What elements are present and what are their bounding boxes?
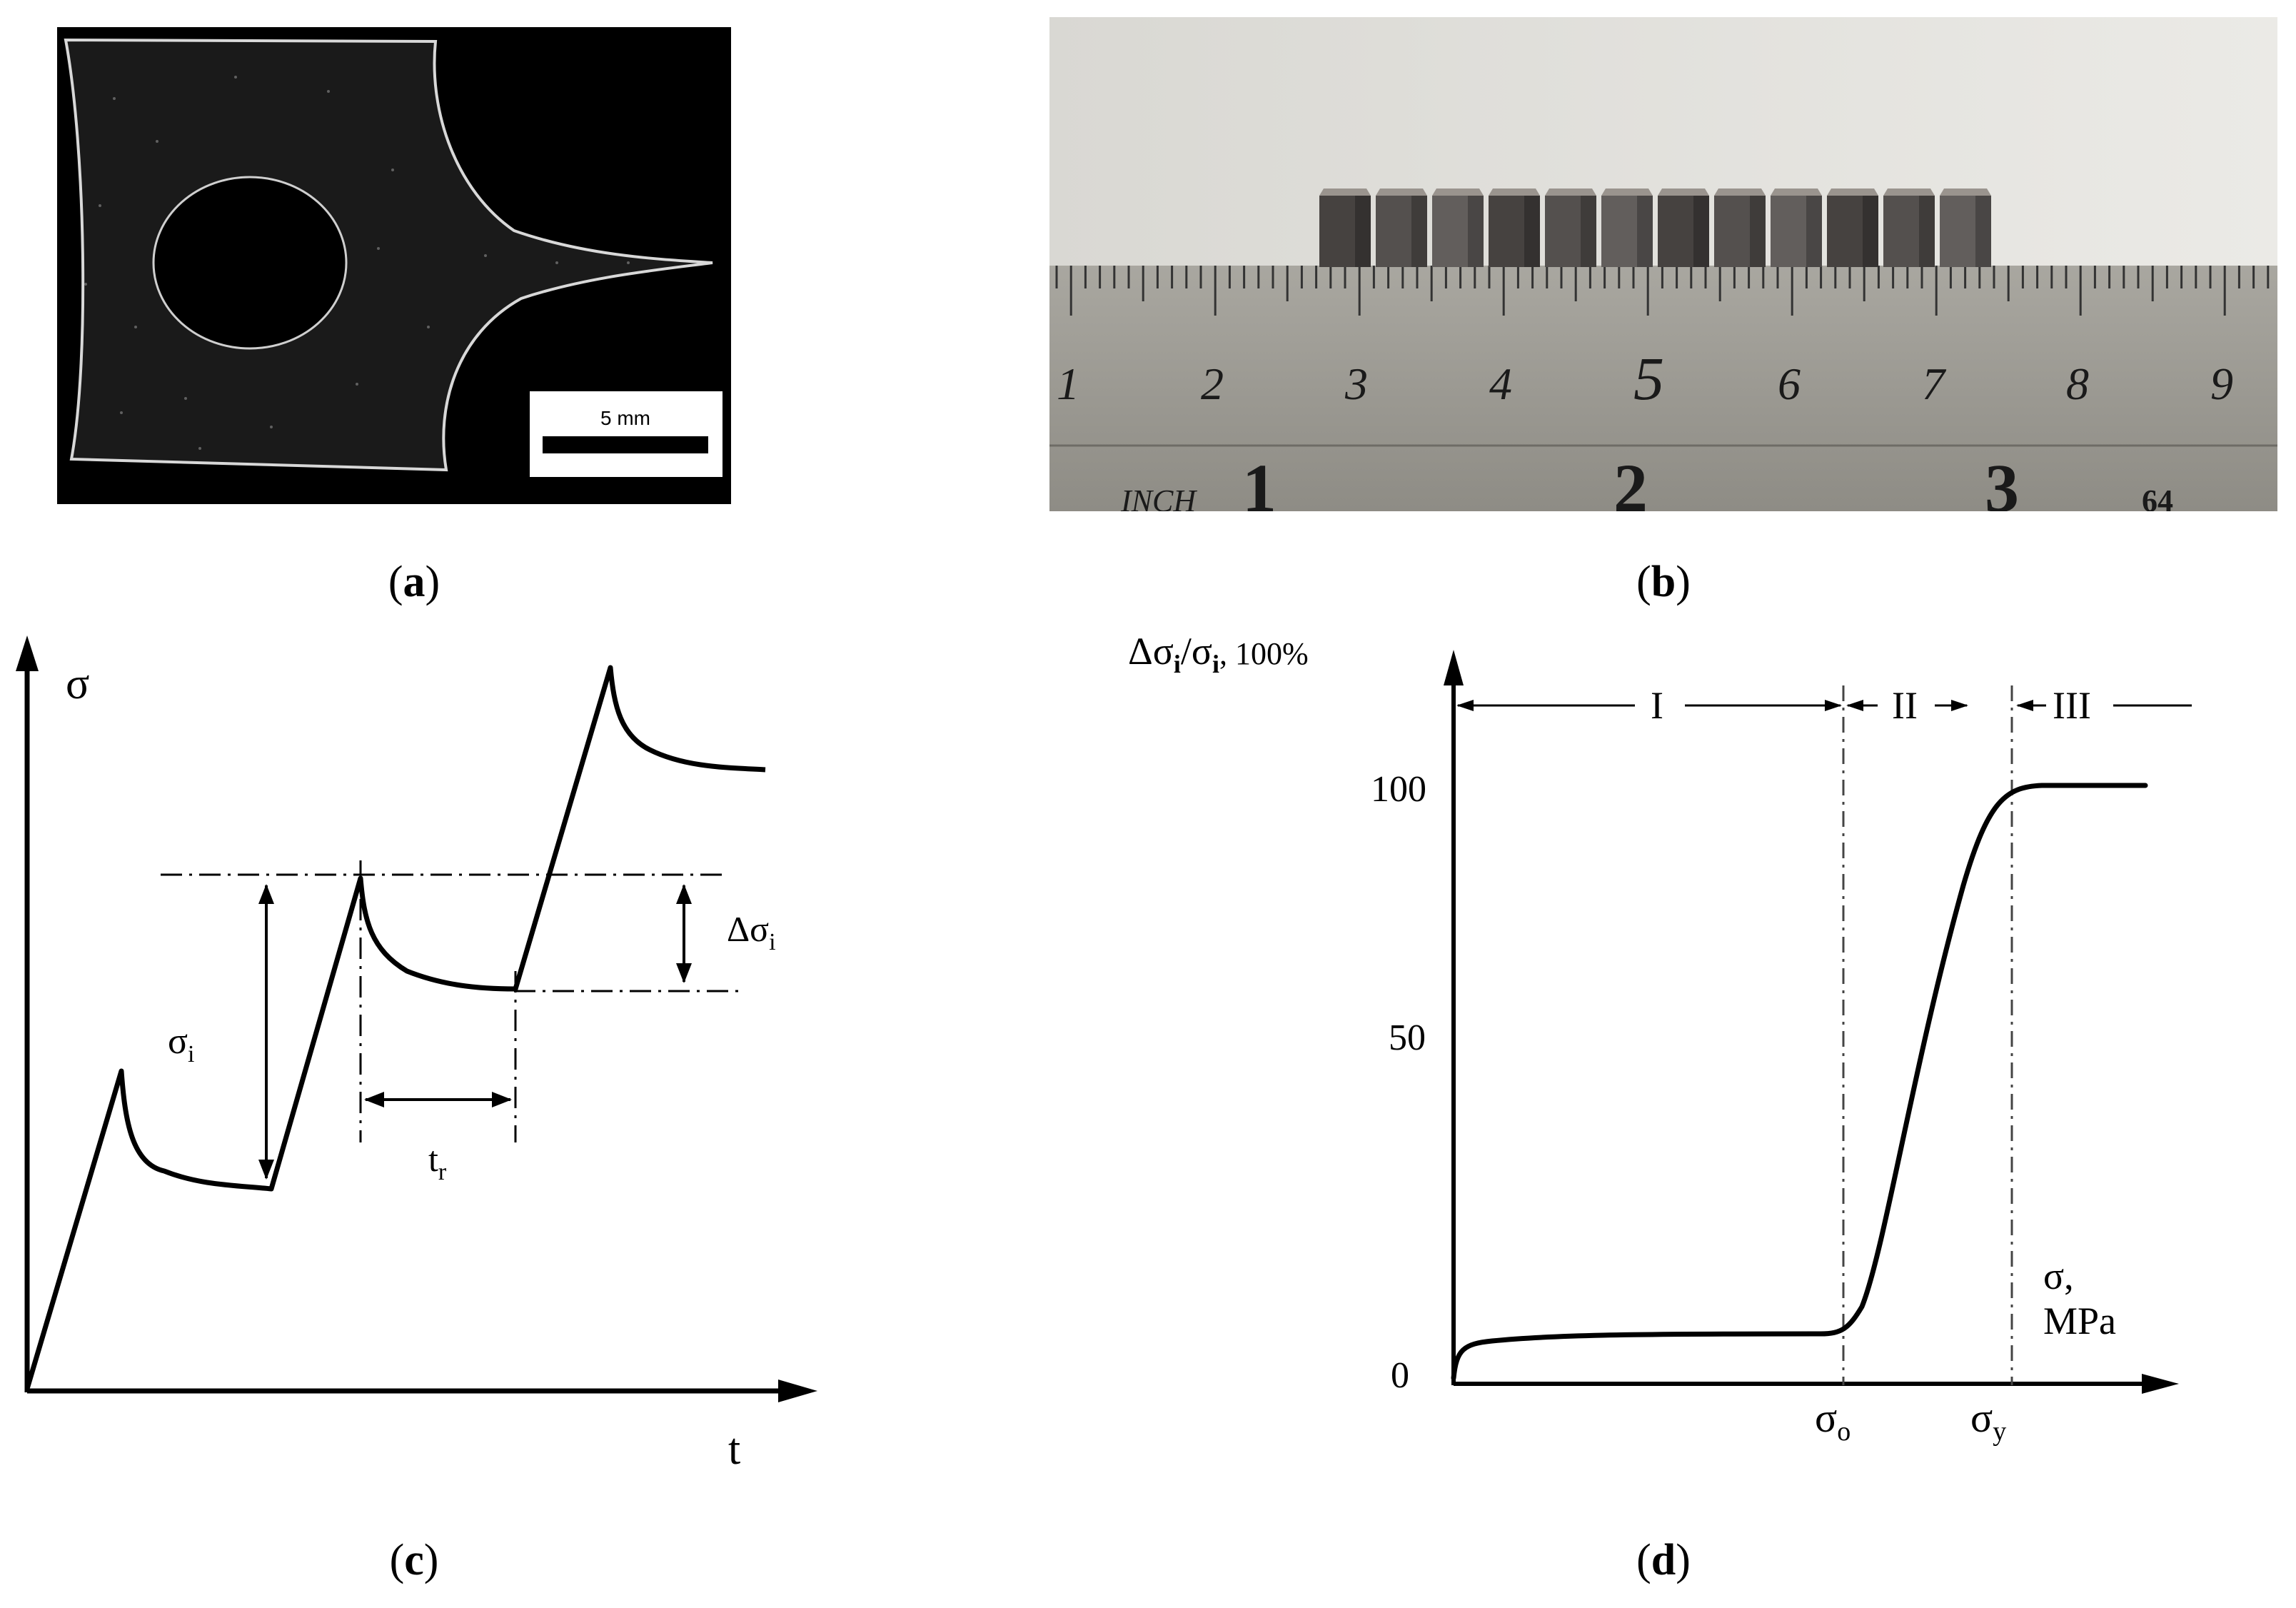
d-tick-0: 0	[1391, 1355, 1409, 1396]
ruler-cm-label: 9	[2210, 358, 2233, 409]
specimen-cube	[1714, 189, 1766, 267]
specimen-cube	[1489, 189, 1540, 267]
caption-c: (c)	[389, 1536, 439, 1584]
scale-bar-label: 5 mm	[600, 407, 650, 429]
ruler-cm-label: 2	[1201, 358, 1224, 409]
c-stress-curve	[24, 665, 766, 1390]
ruler-cm-label: 8	[2066, 358, 2089, 409]
specimen-cube	[1601, 189, 1653, 267]
specimen-cube	[1432, 189, 1484, 267]
d-relaxation-curve	[1451, 783, 2148, 1381]
ruler-inch-label: 1	[1242, 450, 1277, 511]
caption-b: (b)	[1636, 558, 1691, 606]
ruler-cm-label: 4	[1489, 358, 1512, 409]
ruler-fraction-label: 64	[2142, 483, 2173, 511]
d-sigma-y-label: σy	[1970, 1395, 2006, 1447]
c-tr-label: tr	[428, 1139, 447, 1185]
c-x-label: t	[728, 1425, 740, 1474]
caption-a: (a)	[388, 558, 440, 606]
d-sigma-o-label: σo	[1815, 1395, 1851, 1447]
d-tick-50: 50	[1389, 1017, 1426, 1058]
specimen-hole	[152, 176, 348, 350]
d-zone-1: I	[1651, 684, 1663, 727]
caption-d: (d)	[1636, 1536, 1691, 1584]
d-x-label-line2: MPa	[2043, 1300, 2116, 1342]
specimen-cube	[1827, 189, 1878, 267]
d-tick-100: 100	[1371, 769, 1426, 810]
panel-a-photo: 5 mm	[57, 27, 731, 504]
specimen-cube	[1883, 189, 1935, 267]
ruler-inch-text: INCH	[1120, 483, 1197, 511]
specimen-cube	[1658, 189, 1709, 267]
specimen-outline	[64, 38, 713, 472]
c-delta-sigma-i-label: Δσi	[727, 909, 776, 955]
ruler-inch-label: 3	[1985, 450, 2019, 511]
specimen-cube	[1545, 189, 1596, 267]
ruler-cm-label: 7	[1922, 358, 1947, 409]
ruler-cm-label: 1	[1057, 358, 1079, 409]
panel-c-diagram: σ t σi Δσi tr	[16, 635, 817, 1474]
specimen-cube	[1319, 189, 1371, 267]
d-zone-3: III	[2053, 684, 2091, 727]
ruler-cm-label: 6	[1778, 358, 1801, 409]
ruler-cm-label: 3	[1344, 358, 1368, 409]
d-x-label-line1: σ,	[2043, 1255, 2074, 1297]
ruler	[1049, 266, 2277, 511]
d-zone-2: II	[1892, 684, 1918, 727]
c-sigma-i-label: σi	[168, 1021, 194, 1067]
ruler-inch-label: 2	[1613, 450, 1648, 511]
c-y-label: σ	[66, 660, 89, 708]
scale-bar-box	[530, 391, 722, 477]
scale-bar	[543, 436, 708, 453]
panel-d-diagram: Δσi/σi, 100% 100 50 0 I II III σ, MPa σo…	[1128, 630, 2192, 1447]
specimen-cube	[1771, 189, 1822, 267]
specimen-cube	[1940, 189, 1991, 267]
specimen-cube	[1376, 189, 1427, 267]
ruler-cm-label: 5	[1633, 344, 1664, 413]
d-y-label: Δσi/σi, 100%	[1128, 630, 1309, 678]
